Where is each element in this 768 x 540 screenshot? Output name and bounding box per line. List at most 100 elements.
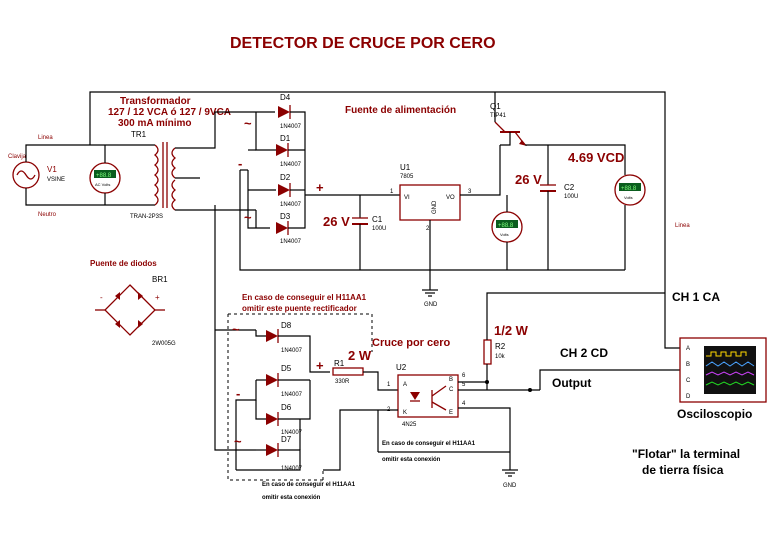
d7-part: 1N4007: [281, 466, 303, 472]
r1-value: 330R: [335, 379, 350, 385]
u1-pin2: 2: [426, 226, 430, 232]
note-bridge-2: omitir este puente rectificador: [242, 304, 357, 313]
tilde-2: ~: [244, 210, 252, 225]
tilde-3: ~: [232, 322, 240, 337]
note-bridge-1: En caso de conseguir el H11AA1: [242, 293, 367, 302]
br1-minus: -: [100, 293, 103, 302]
dc-meter2-unit: Volts: [624, 195, 633, 200]
r2-power: 1/2 W: [494, 323, 529, 338]
u2-pin1: 1: [387, 382, 391, 388]
c2-voltage: 26 V: [515, 172, 542, 187]
transformer-rating1: 127 / 12 VCA ó 127 / 9VCA: [108, 107, 231, 118]
u2-pin5: 5: [462, 382, 466, 388]
zero-cross-heading: Cruce por cero: [372, 337, 451, 349]
u1-pin3: 3: [468, 189, 472, 195]
ac-meter-unit: AC Volts: [95, 182, 110, 187]
gnd-label-1: GND: [424, 302, 438, 308]
c2-value: 100U: [564, 194, 578, 200]
u1-vo: VO: [446, 195, 455, 201]
d6-ref: D6: [281, 403, 292, 412]
u2-ref: U2: [396, 363, 407, 372]
transformer-rating2: 300 mA mínimo: [118, 118, 192, 129]
resistor-r2: 1/2 W R2 10k: [483, 323, 529, 365]
neutral-label: Neutro: [38, 212, 57, 218]
br1-plus: +: [155, 293, 160, 302]
ground-symbol-u2: GND: [502, 469, 518, 489]
u2-k: K: [403, 410, 407, 416]
float-note-1: "Flotar" la terminal: [632, 447, 740, 461]
ch2-label: CH 2 CD: [560, 346, 608, 360]
c1-ref: C1: [372, 215, 383, 224]
plus-1: +: [316, 180, 324, 195]
ch1-label: CH 1 CA: [672, 290, 720, 304]
transformer-ref: TR1: [131, 130, 147, 139]
regulator-u1: U1 7805 VI VO GND 1 3 2: [390, 163, 472, 232]
c1-voltage: 26 V: [323, 214, 350, 229]
line-label: Linea: [38, 135, 53, 141]
q1-ref: Q1: [490, 102, 501, 111]
ground-symbol-u1: GND: [422, 289, 438, 308]
d5-part: 1N4007: [281, 392, 303, 398]
capacitor-c2: C2 100U 26 V: [515, 145, 578, 270]
scope-ch-d: D: [686, 394, 691, 400]
scope-ch-c: C: [686, 378, 691, 384]
ac-meter-display: +88.8: [96, 173, 112, 179]
dc-meter1-display: +88.8: [498, 223, 514, 229]
u1-gnd: GND: [432, 200, 438, 214]
scope-name: Osciloscopio: [677, 407, 752, 421]
dc-voltmeter-1: +88.8 Volts: [491, 211, 523, 243]
plus-2: +: [316, 358, 324, 373]
diode-d5: D5 1N4007: [266, 364, 303, 398]
d3-ref: D3: [280, 212, 291, 221]
d6-part: 1N4007: [281, 430, 303, 436]
float-note-2: de tierra física: [642, 463, 724, 477]
d7-ref: D7: [281, 435, 292, 444]
resistor-r1: 2 W R1 330R: [332, 348, 372, 385]
oscilloscope: A B C D Osciloscopio: [677, 337, 767, 421]
diode-d1: D1 1N4007: [276, 134, 302, 168]
r2-ref: R2: [495, 342, 506, 351]
v1-ref: V1: [47, 165, 57, 174]
minus-2: -: [236, 386, 240, 401]
br1-ref: BR1: [152, 275, 168, 284]
u2-c: C: [449, 387, 454, 393]
vcd-label: 4.69 VCD: [568, 150, 624, 165]
u1-pin1: 1: [390, 189, 394, 195]
note-conn-3: En caso de conseguir el H11AA1: [262, 482, 356, 488]
u2-e: E: [449, 410, 453, 416]
d2-ref: D2: [280, 173, 291, 182]
d4-ref: D4: [280, 93, 291, 102]
tilde-1: ~: [244, 116, 252, 131]
scope-ch-b: B: [686, 362, 690, 368]
u1-part: 7805: [400, 174, 414, 180]
u2-a: A: [403, 382, 407, 388]
v1-part: VSINE: [47, 177, 65, 183]
u2-pin6: 6: [462, 373, 466, 379]
output-label: Output: [552, 376, 591, 390]
u1-ref: U1: [400, 163, 411, 172]
d5-ref: D5: [281, 364, 292, 373]
supply-heading: Fuente de alimentación: [345, 105, 456, 116]
d8-ref: D8: [281, 321, 292, 330]
bridge-br1: BR1 2W005G - +: [95, 275, 176, 347]
d3-part: 1N4007: [280, 239, 302, 245]
r2-value: 10k: [495, 354, 506, 360]
note-conn-2: omitir esta conexión: [382, 457, 441, 463]
transformer-tr1: Transformador 127 / 12 VCA ó 127 / 9VCA …: [108, 96, 231, 220]
u1-vi: VI: [404, 195, 410, 201]
u2-part: 4N25: [402, 422, 417, 428]
c2-ref: C2: [564, 183, 575, 192]
q1-part: TIP41: [490, 113, 507, 119]
plug-label: Clavija: [8, 154, 27, 160]
tilde-4: ~: [234, 434, 242, 449]
ac-voltmeter: +88.8 AC Volts: [89, 162, 121, 194]
transformer-heading: Transformador: [120, 96, 191, 107]
u2-pin4: 4: [462, 401, 466, 407]
c1-value: 100U: [372, 226, 386, 232]
diode-d7: D7 1N4007: [266, 435, 303, 472]
d8-part: 1N4007: [281, 348, 303, 354]
d1-part: 1N4007: [280, 162, 302, 168]
minus-1: -: [238, 156, 242, 171]
capacitor-c1: C1 100U 26 V: [323, 195, 386, 270]
transformer-part: TRAN-2P3S: [130, 214, 163, 220]
